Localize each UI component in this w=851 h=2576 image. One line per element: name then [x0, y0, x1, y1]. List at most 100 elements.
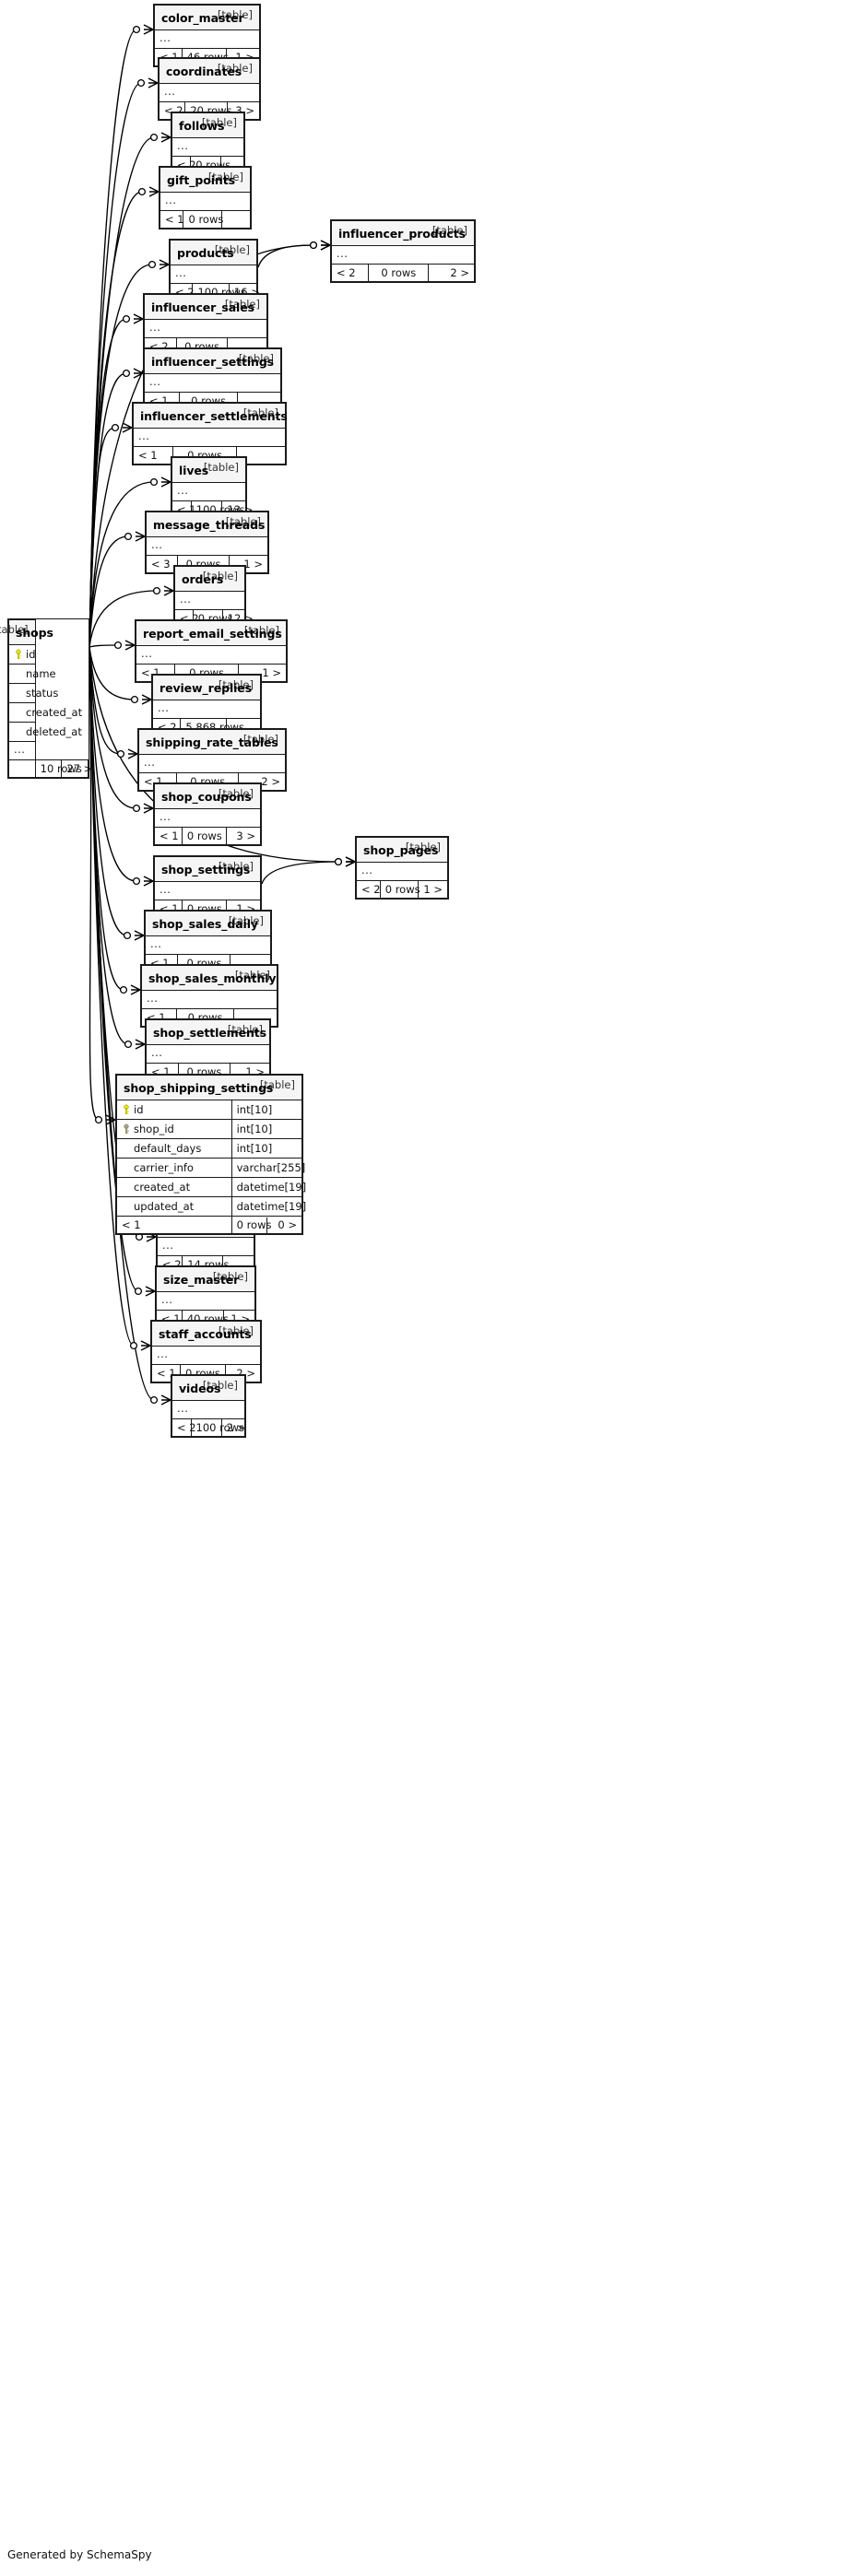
optional-cardinality-marker	[309, 241, 318, 250]
column-name-cell[interactable]: updated_at	[116, 1196, 232, 1217]
table-type-label: [table]	[217, 62, 253, 75]
relationship-edge	[89, 646, 136, 700]
table-name-label: shop_sales_monthly	[148, 971, 277, 985]
column-name-cell[interactable]: default_days	[116, 1138, 232, 1159]
table-name-label: size_master	[163, 1273, 240, 1287]
column-name-cell[interactable]: shop_id	[116, 1119, 232, 1139]
columns-collapsed-indicator[interactable]: ...	[8, 741, 89, 760]
crowfoot-cardinality-marker	[124, 640, 136, 651]
crowfoot-cardinality-marker	[159, 259, 170, 270]
columns-collapsed-indicator[interactable]: ...	[141, 990, 278, 1009]
crowfoot-cardinality-marker	[320, 240, 331, 251]
column-name-cell[interactable]: name	[8, 664, 56, 684]
relationship-edge	[89, 427, 116, 648]
columns-collapsed-indicator[interactable]: ...	[146, 536, 268, 556]
table-name-label: shipping_rate_tables	[146, 735, 278, 749]
crowfoot-cardinality-marker	[143, 876, 154, 887]
table-column-row[interactable]: status	[8, 683, 89, 703]
columns-collapsed-indicator[interactable]: ...	[157, 1237, 254, 1256]
table-name-label: products	[177, 246, 234, 260]
crowfoot-cardinality-marker	[105, 1114, 116, 1125]
crowfoot-cardinality-marker	[345, 856, 356, 867]
foreign-key-icon	[124, 1123, 129, 1134]
crowfoot-cardinality-marker	[140, 1340, 151, 1351]
relationship-edge	[261, 861, 339, 885]
columns-collapsed-indicator[interactable]: ...	[154, 808, 261, 828]
column-name-cell[interactable]: carrier_info	[116, 1158, 232, 1178]
crowfoot-cardinality-marker	[143, 803, 154, 814]
column-name-cell[interactable]: created_at	[116, 1177, 232, 1197]
columns-collapsed-indicator[interactable]: ...	[136, 645, 287, 665]
parent-count-cell: < 1	[154, 827, 183, 845]
crowfoot-cardinality-marker	[134, 930, 145, 941]
columns-collapsed-indicator[interactable]: ...	[171, 482, 246, 501]
columns-collapsed-indicator[interactable]: ...	[144, 319, 267, 338]
child-count-cell: 1 >	[418, 880, 448, 899]
columns-collapsed-indicator[interactable]: ...	[171, 1400, 245, 1419]
columns-collapsed-indicator[interactable]: ...	[154, 881, 261, 900]
optional-cardinality-marker	[149, 477, 159, 487]
column-name-cell[interactable]: id	[8, 644, 36, 665]
table-column-row[interactable]: id	[8, 644, 89, 665]
parent-count-cell	[8, 759, 36, 778]
column-name-cell[interactable]: deleted_at	[8, 722, 82, 742]
table-column-row[interactable]: name	[8, 664, 89, 684]
column-name-cell[interactable]: created_at	[8, 702, 82, 723]
columns-collapsed-indicator[interactable]: ...	[151, 1346, 261, 1365]
columns-collapsed-indicator[interactable]: ...	[174, 591, 245, 610]
table-node-shops[interactable]: [table]shopsidnamestatuscreated_atdelete…	[0, 618, 92, 779]
columns-collapsed-indicator[interactable]: ...	[170, 265, 257, 284]
relationship-edge	[257, 244, 314, 268]
column-name-label: id	[134, 1102, 144, 1116]
columns-collapsed-indicator[interactable]: ...	[145, 935, 271, 955]
relationship-edge	[89, 82, 142, 648]
parent-count-cell: < 2	[356, 880, 381, 899]
table-type-label: [table]	[218, 1324, 254, 1337]
child-count-cell: 2 >	[428, 264, 475, 282]
crowfoot-cardinality-marker	[160, 1394, 171, 1406]
column-name-cell[interactable]: id	[116, 1100, 232, 1120]
crowfoot-cardinality-marker	[160, 476, 171, 488]
columns-collapsed-indicator[interactable]: ...	[331, 245, 475, 265]
columns-collapsed-indicator[interactable]: ...	[356, 862, 448, 881]
primary-key-icon	[16, 649, 21, 659]
columns-collapsed-indicator[interactable]: ...	[159, 83, 260, 102]
columns-collapsed-indicator[interactable]: ...	[146, 1044, 270, 1064]
columns-collapsed-indicator[interactable]: ...	[154, 29, 260, 49]
columns-collapsed-indicator[interactable]: ...	[144, 373, 281, 393]
table-header-row: [table]follows	[171, 112, 244, 138]
crowfoot-cardinality-marker	[160, 132, 171, 143]
columns-collapsed-indicator[interactable]: ...	[160, 192, 251, 211]
table-type-label: [table]	[259, 1078, 295, 1091]
table-header-row: [table]size_master	[156, 1266, 255, 1292]
columns-collapsed-indicator[interactable]: ...	[156, 1291, 255, 1311]
columns-collapsed-indicator[interactable]: ...	[152, 700, 261, 719]
columns-collapsed-indicator[interactable]: ...	[171, 137, 244, 157]
table-column-row[interactable]: deleted_at	[8, 722, 89, 742]
column-type-cell: datetime[19]	[230, 1196, 306, 1217]
table-column-row[interactable]: created_at	[8, 702, 89, 723]
columns-collapsed-indicator[interactable]: ...	[138, 754, 286, 773]
column-name-cell[interactable]: status	[8, 683, 58, 703]
crowfoot-cardinality-marker	[143, 24, 154, 35]
child-count-cell: 3 >	[226, 827, 261, 845]
child-count-cell: 2 >	[220, 1418, 245, 1437]
columns-collapsed-indicator[interactable]: ...	[133, 428, 286, 447]
